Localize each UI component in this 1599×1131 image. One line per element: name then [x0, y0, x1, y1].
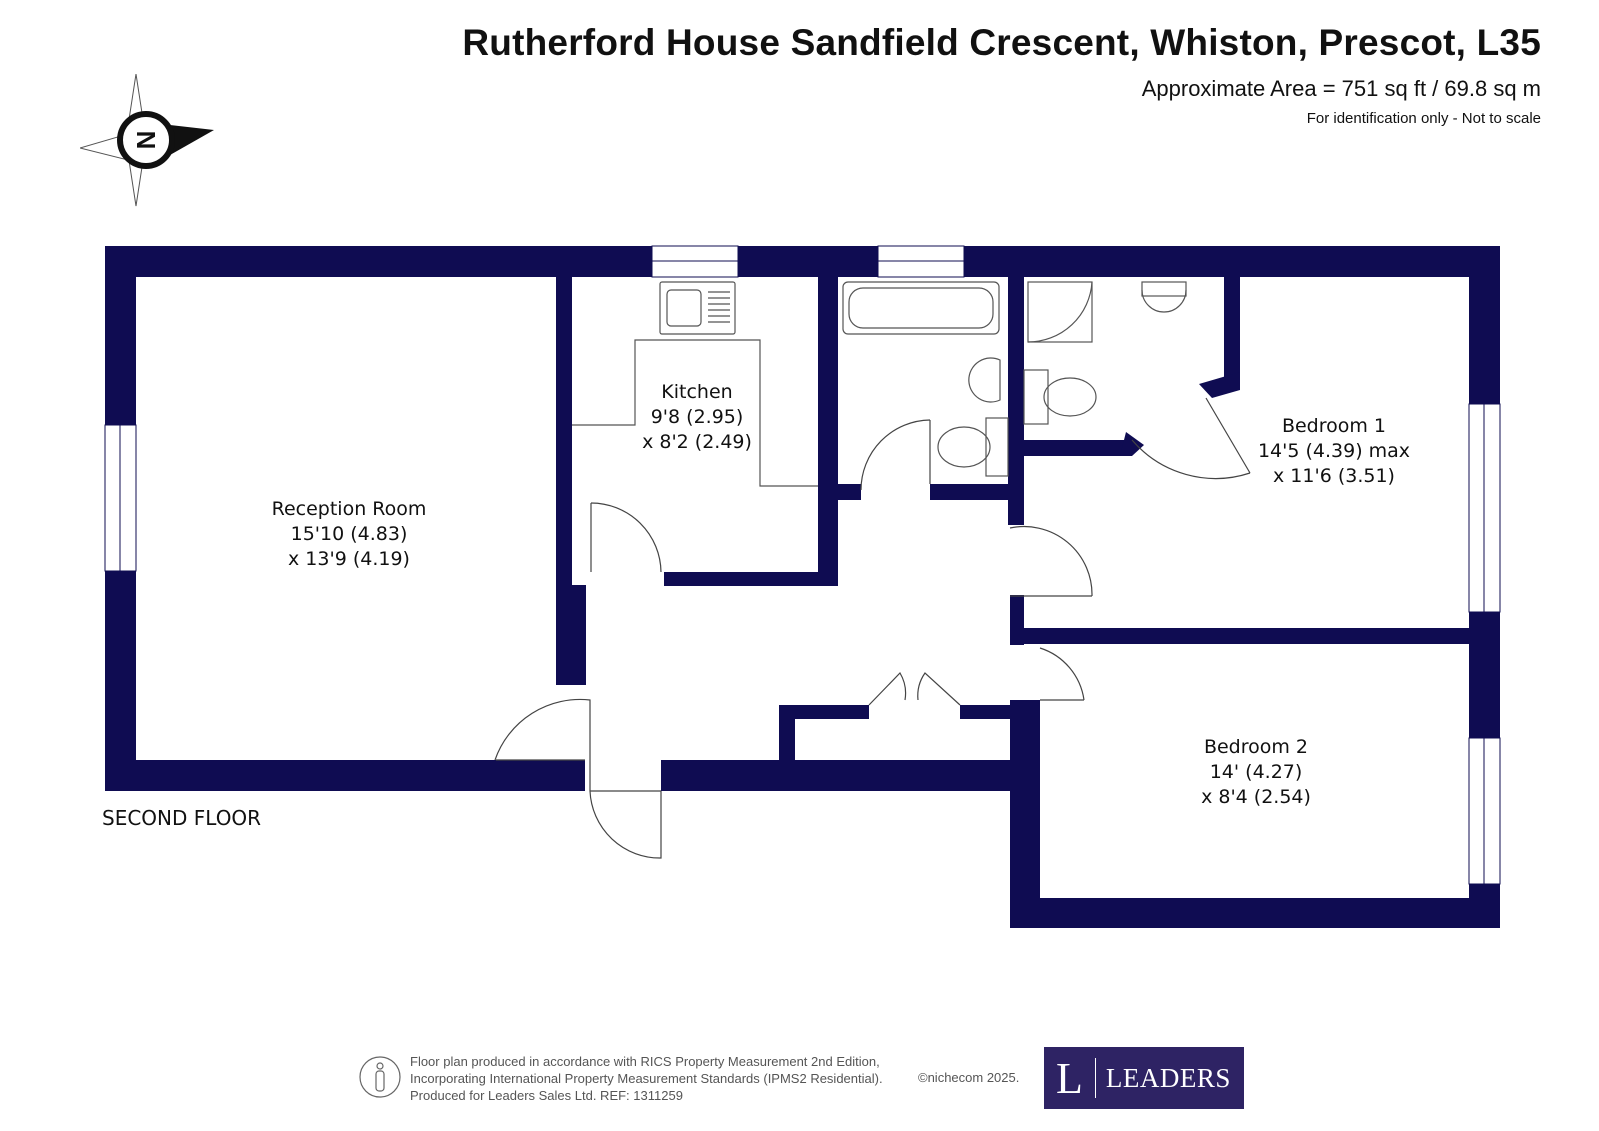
room-dimension: 15'10 (4.83)	[290, 523, 408, 545]
room-reception: Reception Room 15'10 (4.83) x 13'9 (4.19…	[272, 497, 427, 572]
room-dimension: x 8'4 (2.54)	[1201, 786, 1311, 808]
fixtures	[572, 281, 1187, 487]
window-lines	[119, 260, 1485, 884]
doors	[494, 397, 1251, 859]
logo-name: LEADERS	[1105, 1062, 1231, 1093]
room-bedroom-2: Bedroom 2 14' (4.27) x 8'4 (2.54)	[1201, 735, 1311, 810]
room-name: Kitchen	[661, 381, 733, 403]
identification-note: For identification only - Not to scale	[1306, 110, 1541, 127]
compass-letter: N	[131, 131, 161, 150]
compass-rose-icon: N	[80, 74, 214, 207]
copyright: ©nichecom 2025.	[918, 1070, 1020, 1085]
leaders-logo: L LEADERS	[1044, 1047, 1244, 1109]
footer-line: Floor plan produced in accordance with R…	[410, 1054, 880, 1069]
property-title: Rutherford House Sandfield Crescent, Whi…	[462, 22, 1541, 63]
footer-line: Incorporating International Property Mea…	[410, 1071, 883, 1086]
room-name: Reception Room	[271, 498, 427, 520]
room-kitchen: Kitchen 9'8 (2.95) x 8'2 (2.49)	[642, 380, 752, 455]
room-dimension: 9'8 (2.95)	[650, 406, 744, 428]
floor-label: SECOND FLOOR	[102, 806, 262, 830]
room-dimension: 14'5 (4.39) max	[1257, 440, 1411, 462]
logo-divider	[1094, 1058, 1096, 1098]
room-name: Bedroom 1	[1281, 415, 1387, 437]
room-bedroom-1: Bedroom 1 14'5 (4.39) max x 11'6 (3.51)	[1258, 414, 1410, 489]
approximate-area: Approximate Area = 751 sq ft / 69.8 sq m	[1141, 76, 1541, 101]
footer-disclaimer: Floor plan produced in accordance with R…	[410, 1053, 883, 1104]
footer-line: Produced for Leaders Sales Ltd. REF: 131…	[410, 1088, 683, 1103]
person-icon	[359, 1056, 401, 1098]
room-name: Bedroom 2	[1203, 736, 1309, 758]
room-dimension: x 8'2 (2.49)	[642, 431, 752, 453]
room-dimension: x 11'6 (3.51)	[1273, 465, 1395, 487]
walls	[105, 246, 1500, 928]
room-dimension: 14' (4.27)	[1209, 761, 1303, 783]
logo-letter: L	[1056, 1053, 1083, 1103]
room-dimension: x 13'9 (4.19)	[288, 548, 410, 570]
